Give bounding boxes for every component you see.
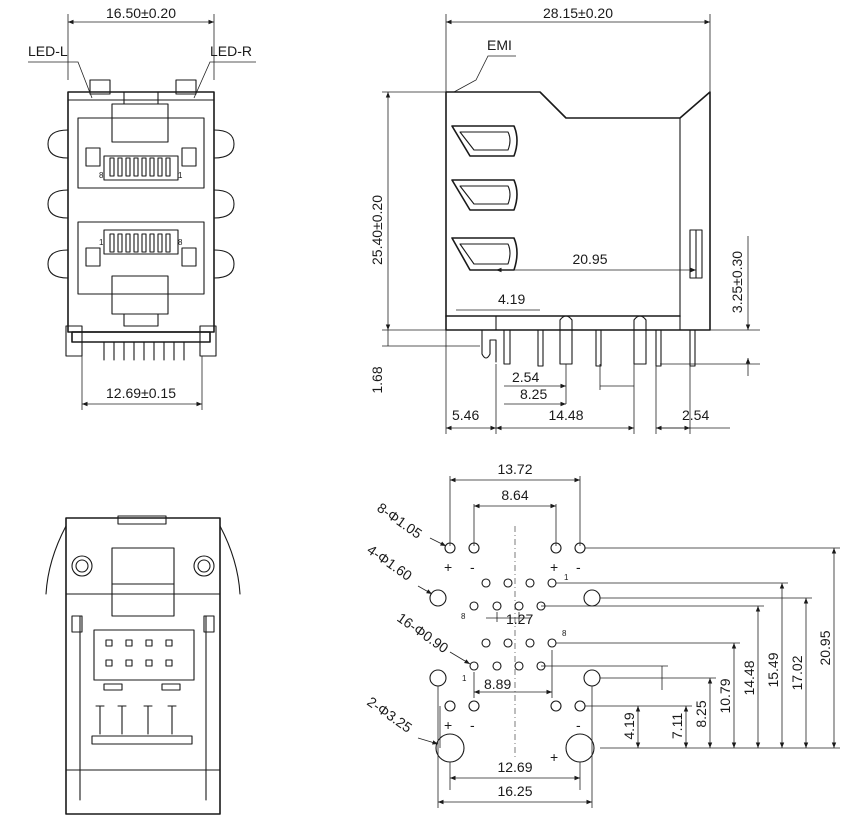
front-width-dim: 16.50±0.20 <box>106 5 176 21</box>
fp-plus-4: + <box>550 749 558 765</box>
side-right-height-dim: 3.25±0.30 <box>729 251 745 313</box>
top-port-pin-right: 1 <box>178 171 183 180</box>
fp-minus-4: - <box>576 717 581 733</box>
side-height-dim: 25.40±0.20 <box>369 195 385 265</box>
bottom-port-pin-left: 1 <box>99 238 104 247</box>
side-left-offset-dim: 5.46 <box>452 407 479 423</box>
led-left-label: LED-L <box>28 43 68 59</box>
side-pitch-a-dim: 2.54 <box>512 369 539 385</box>
fp-vdim-1: 4.19 <box>621 712 637 739</box>
bottom-port <box>77 221 205 295</box>
side-pin-offset-dim: 4.19 <box>498 291 525 307</box>
side-span-dim: 14.48 <box>548 407 583 423</box>
fp-vdim-4: 10.79 <box>717 678 733 713</box>
pcb-footprint: 13.72 8.64 + - + - + - + - <box>364 461 840 808</box>
bottom-view <box>45 515 241 815</box>
fp-inner-span-dim: 8.64 <box>501 487 528 503</box>
front-pin-span-dim: 12.69±0.15 <box>106 385 176 401</box>
front-pins <box>103 341 185 361</box>
front-view: 16.50±0.20 LED-L LED-R <box>28 5 256 410</box>
fp-pin-label-8b: 8 <box>562 629 567 638</box>
fp-minus-2: - <box>576 559 581 575</box>
side-view: 28.15±0.20 EMI 20.95 4.19 25.40±0.20 <box>369 5 760 434</box>
fp-vdim-8: 20.95 <box>817 630 833 665</box>
led-right-label: LED-R <box>210 43 252 59</box>
fp-pitch-dim: 1.27 <box>506 611 533 627</box>
fp-hole-c-note: 16-Φ0.90 <box>394 609 451 656</box>
fp-plus-1: + <box>444 559 452 575</box>
fp-minus-1: - <box>470 559 475 575</box>
bottom-pin-grid <box>105 639 173 667</box>
fp-hole-a-note: 8-Φ1.05 <box>374 499 425 541</box>
fp-hole-d-note: 2-Φ3.25 <box>364 693 415 735</box>
fp-hole-b-note: 4-Φ1.60 <box>364 541 415 583</box>
fp-peg-span-dim: 12.69 <box>497 759 532 775</box>
top-port <box>77 117 205 189</box>
bottom-port-pin-right: 8 <box>178 238 183 247</box>
bottom-port-contacts <box>109 233 171 253</box>
fp-vdim-5: 14.48 <box>741 660 757 695</box>
side-pitch-b-dim: 8.25 <box>520 386 547 402</box>
fp-vdim-2: 7.11 <box>669 713 685 739</box>
top-port-contacts <box>109 157 171 177</box>
fp-top-span-dim: 13.72 <box>497 461 532 477</box>
side-offset-dim: 20.95 <box>572 251 607 267</box>
fp-outer-span-dim: 16.25 <box>497 783 532 799</box>
fp-minus-3: - <box>470 717 475 733</box>
side-standoff-dim: 1.68 <box>369 366 385 393</box>
fp-vdim-7: 17.02 <box>789 655 805 690</box>
side-pins <box>481 315 696 367</box>
fp-row-span-dim: 8.89 <box>484 676 511 692</box>
front-housing <box>67 91 215 333</box>
fp-plus-2: + <box>550 559 558 575</box>
fp-pin-label-1b: 1 <box>462 674 467 683</box>
fp-plus-3: + <box>444 717 452 733</box>
side-depth-dim: 28.15±0.20 <box>543 5 613 21</box>
top-port-pin-left: 8 <box>99 171 104 180</box>
side-right-pitch-dim: 2.54 <box>682 407 709 423</box>
fp-vdim-6: 15.49 <box>765 652 781 687</box>
emi-label: EMI <box>487 37 512 53</box>
fp-pin-label-1a: 1 <box>564 573 569 582</box>
fp-vdim-3: 8.25 <box>693 700 709 727</box>
bottom-housing <box>65 517 221 815</box>
fp-pin-label-8a: 8 <box>461 612 466 621</box>
side-body <box>445 91 711 331</box>
